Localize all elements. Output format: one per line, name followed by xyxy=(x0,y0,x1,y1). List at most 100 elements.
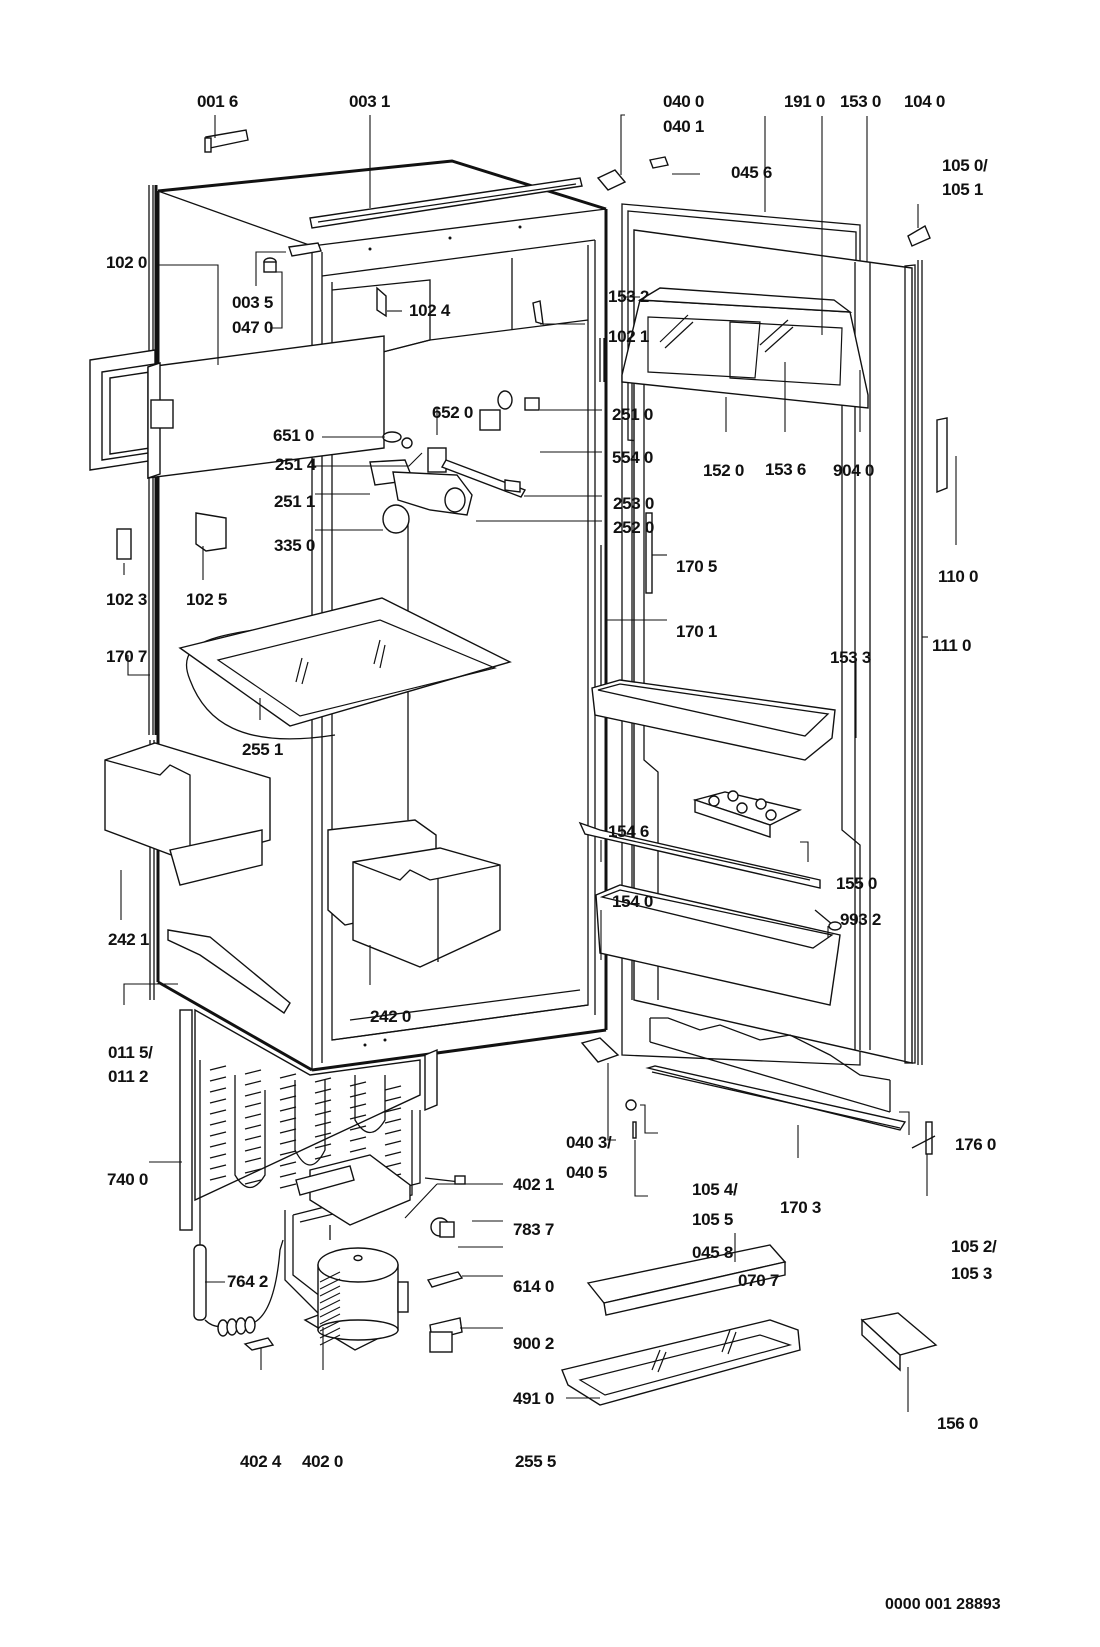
label-1703: 170 3 xyxy=(780,1198,822,1217)
part-freezer-flap xyxy=(89,335,385,479)
label-1050: 105 0/ xyxy=(942,156,988,175)
label-0470: 047 0 xyxy=(232,318,274,337)
condenser-fin xyxy=(244,1113,262,1119)
compressor-hatch xyxy=(319,1313,341,1325)
condenser-fin xyxy=(244,1091,262,1097)
compressor-hatch xyxy=(319,1271,341,1283)
condenser-fin xyxy=(384,1140,402,1146)
compressor-hatch xyxy=(319,1306,341,1318)
condenser-fin xyxy=(209,1131,227,1137)
part-2421-drawer xyxy=(104,742,271,886)
condenser-fin xyxy=(384,1096,402,1102)
label-1024: 102 4 xyxy=(409,301,451,320)
label-4910: 491 0 xyxy=(513,1389,555,1408)
part-1050-hinge xyxy=(907,224,931,247)
label-1023: 102 3 xyxy=(106,590,148,609)
condenser-fin xyxy=(244,1146,262,1152)
part-0031-top-strip xyxy=(309,177,583,229)
label-9002: 900 2 xyxy=(513,1334,555,1353)
condenser-fin xyxy=(279,1117,297,1123)
part-0403-hinge xyxy=(580,1037,620,1063)
compressor-hatch xyxy=(319,1299,341,1311)
label-6510: 651 0 xyxy=(273,426,315,445)
condenser-fin xyxy=(314,1143,332,1149)
label-1701: 170 1 xyxy=(676,622,718,641)
condenser-fin xyxy=(209,1109,227,1115)
condenser-fin xyxy=(349,1103,367,1109)
condenser-fin xyxy=(209,1164,227,1170)
condenser-fin xyxy=(244,1179,262,1185)
label-1054: 105 4/ xyxy=(692,1180,738,1199)
condenser-fin xyxy=(384,1085,402,1091)
condenser-fin xyxy=(279,1150,297,1156)
condenser-fin xyxy=(279,1172,297,1178)
part-1023 xyxy=(116,528,132,560)
part-0400-hinge xyxy=(596,169,627,191)
document-number: 0000 001 28893 xyxy=(885,1596,1001,1613)
compressor-hatch xyxy=(319,1292,341,1304)
label-1560: 156 0 xyxy=(937,1414,979,1433)
part-1532-dairy-compartment xyxy=(621,287,869,409)
condenser-fin xyxy=(384,1118,402,1124)
label-1052: 105 2/ xyxy=(951,1237,997,1256)
condenser-fin xyxy=(209,1087,227,1093)
condenser-fin xyxy=(209,1076,227,1082)
part-1025 xyxy=(195,512,227,552)
part-1550-egg-tray xyxy=(692,790,803,838)
part-0016-bracket xyxy=(204,129,249,153)
compressor-hatch xyxy=(319,1278,341,1290)
part-0456-pin xyxy=(649,156,669,169)
label-0112: 011 2 xyxy=(108,1067,149,1086)
condenser-fin xyxy=(244,1080,262,1086)
label-7837: 783 7 xyxy=(513,1220,555,1239)
condenser-fin xyxy=(279,1106,297,1112)
part-0035-0470 xyxy=(263,242,322,273)
label-1532: 153 2 xyxy=(608,287,650,306)
condenser-fin xyxy=(384,1151,402,1157)
condenser-fin xyxy=(314,1132,332,1138)
lid-left xyxy=(647,316,761,379)
label-1530: 153 0 xyxy=(840,92,882,111)
part-1052-hinge xyxy=(911,1121,936,1155)
condenser-fin xyxy=(279,1073,297,1079)
condenser-fin xyxy=(314,1121,332,1127)
part-1533-door-bin xyxy=(591,679,836,761)
label-1055: 105 5 xyxy=(692,1210,734,1229)
part-1021 xyxy=(532,300,544,325)
condenser-fin xyxy=(349,1114,367,1120)
label-0016: 001 6 xyxy=(197,92,239,111)
label-0707: 070 7 xyxy=(738,1271,780,1290)
condenser-fin xyxy=(349,1136,367,1142)
condenser-fin xyxy=(209,1175,227,1181)
label-1540: 154 0 xyxy=(612,892,654,911)
label-2510: 251 0 xyxy=(612,405,654,424)
condenser-fin xyxy=(279,1095,297,1101)
part-1054 xyxy=(625,1099,637,1111)
label-1520: 152 0 xyxy=(703,461,745,480)
part-1560-ice-tray xyxy=(860,1312,938,1372)
label-1546: 154 6 xyxy=(608,822,650,841)
part-4024 xyxy=(243,1337,275,1351)
label-0403: 040 3/ xyxy=(566,1133,612,1152)
label-0031: 003 1 xyxy=(349,92,391,111)
condenser-fin xyxy=(384,1129,402,1135)
compressor-hatch xyxy=(319,1285,341,1297)
condenser-fin xyxy=(244,1157,262,1163)
condenser-fin xyxy=(384,1107,402,1113)
condenser-fin xyxy=(244,1102,262,1108)
label-4024: 402 4 xyxy=(240,1452,282,1471)
label-2530: 253 0 xyxy=(613,494,655,513)
part-1546-bar xyxy=(578,821,821,889)
part-4020-compressor xyxy=(303,1247,409,1351)
label-2421: 242 1 xyxy=(108,930,150,949)
label-1550: 155 0 xyxy=(836,874,878,893)
label-0456: 045 6 xyxy=(731,163,773,182)
part-9002 xyxy=(426,1271,464,1288)
condenser-fin xyxy=(349,1125,367,1131)
part-1705-strip xyxy=(645,512,653,594)
label-2551: 255 1 xyxy=(242,740,284,759)
lid-right xyxy=(729,321,843,386)
label-0405: 040 5 xyxy=(566,1163,608,1182)
condenser-fin xyxy=(244,1168,262,1174)
condenser-fin xyxy=(209,1153,227,1159)
